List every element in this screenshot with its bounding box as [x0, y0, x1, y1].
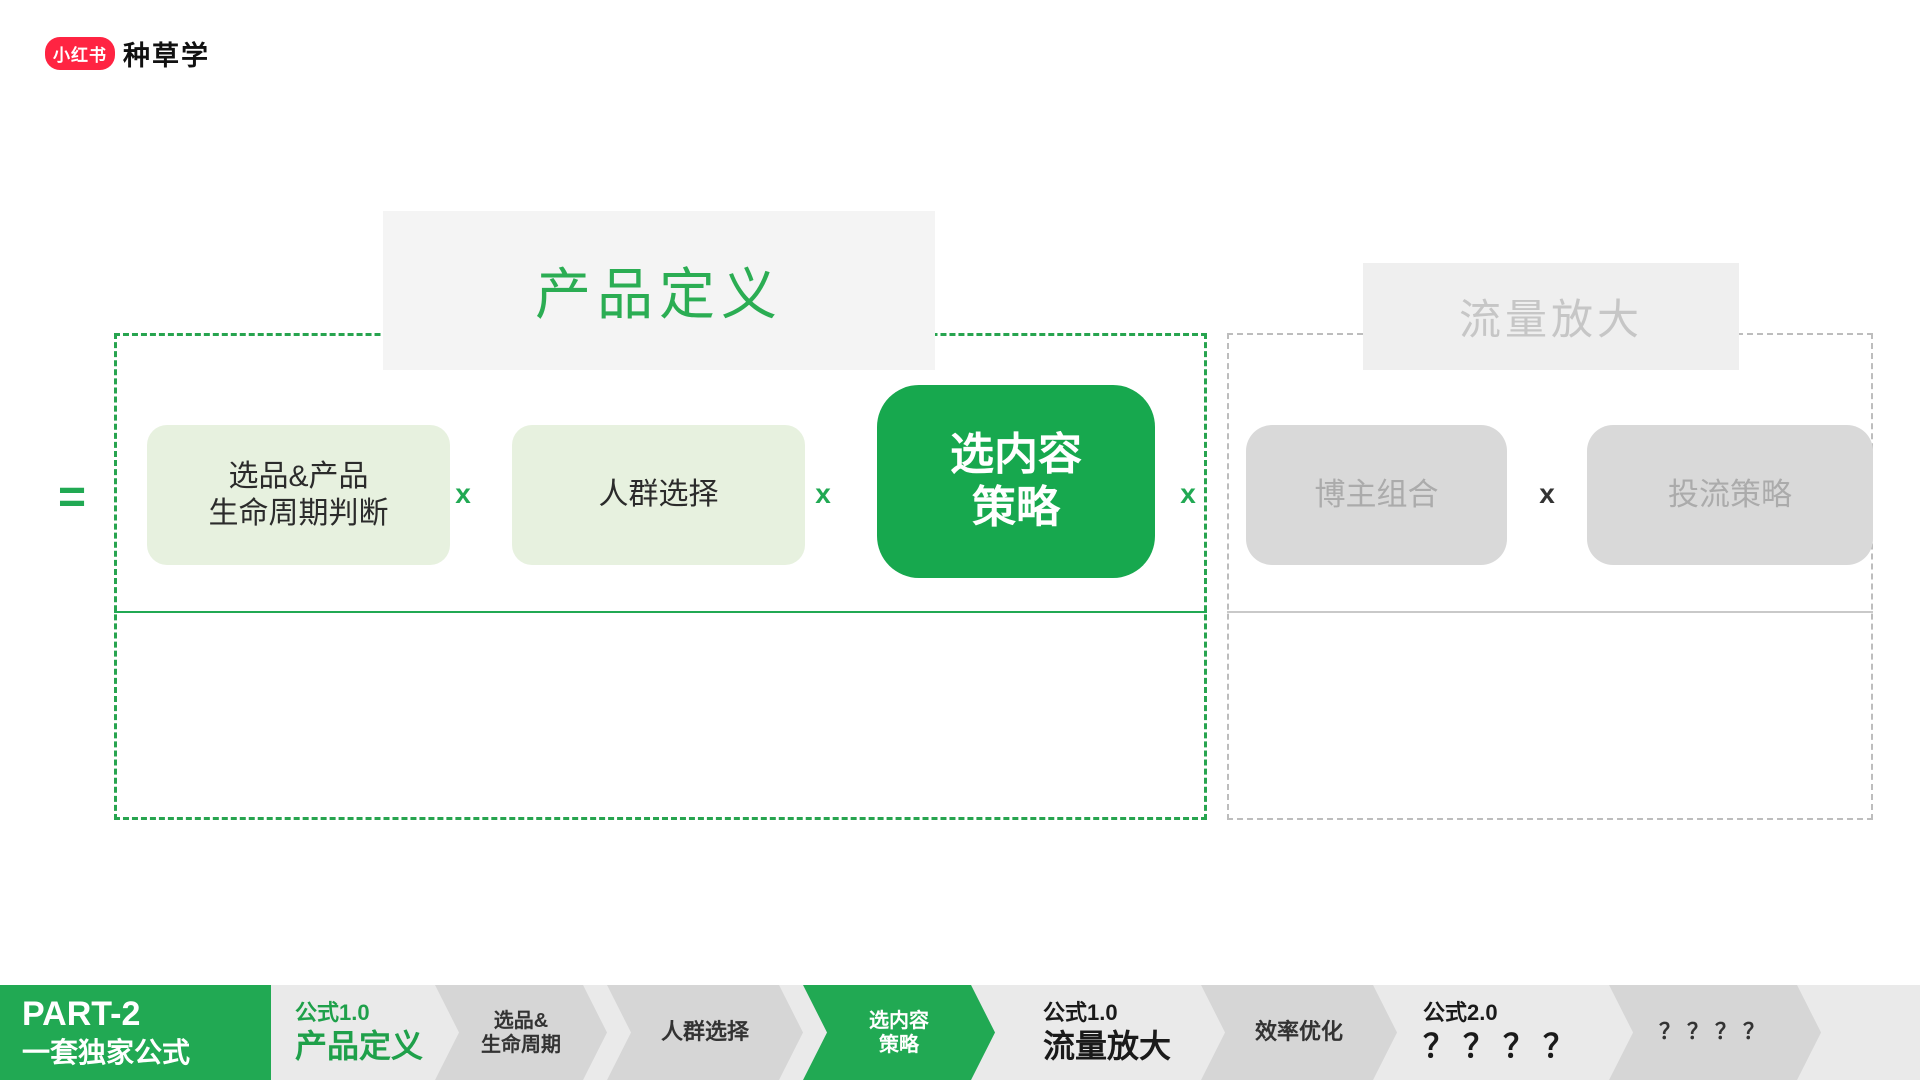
- multiply-sign-2: x: [815, 478, 831, 509]
- logo-title-text: 种草学: [123, 41, 210, 71]
- formula3-title: ？？？？: [1423, 1027, 1584, 1064]
- traffic-amplify-title: 流量放大: [1363, 263, 1739, 370]
- multiply-sign-4: x: [1539, 478, 1555, 509]
- step-box-content-strategy: 选内容 策略: [877, 385, 1155, 578]
- formula1-tag: 公式1.0: [295, 1000, 370, 1026]
- formula3-tag: 公式2.0: [1423, 1000, 1498, 1026]
- step-box-product-selection: 选品&产品 生命周期判断: [147, 425, 450, 565]
- product-divider-line: [114, 611, 1207, 613]
- chevron-audience-selection: 人群选择: [607, 985, 803, 1080]
- formula1-block: 公式1.0 产品定义: [295, 985, 423, 1080]
- formula2-block: 公式1.0 流量放大: [1043, 985, 1171, 1080]
- brand-logo: 小红书 种草学: [45, 34, 210, 73]
- part-title: 一套独家公式: [22, 1036, 191, 1068]
- footer-nav: PART-2 一套独家公式 公式1.0 产品定义 选品& 生命周期 人群选择 选…: [0, 985, 1920, 1080]
- chevron-product-selection: 选品& 生命周期: [435, 985, 607, 1080]
- chevron-efficiency-optimization: 效率优化: [1201, 985, 1397, 1080]
- chevron-content-strategy-active: 选内容 策略: [803, 985, 995, 1080]
- chevron-unknown: ？？？？: [1609, 985, 1821, 1080]
- xiaohongshu-logo-badge: 小红书: [45, 37, 115, 70]
- formula2-tag: 公式1.0: [1043, 1000, 1118, 1026]
- multiply-sign-3: x: [1180, 478, 1196, 509]
- multiply-sign-1: x: [455, 478, 471, 509]
- part-block: PART-2 一套独家公式: [0, 985, 271, 1080]
- step-box-ad-strategy: 投流策略: [1587, 425, 1873, 565]
- step-box-blogger-mix: 博主组合: [1246, 425, 1507, 565]
- traffic-divider-line: [1227, 611, 1873, 613]
- traffic-amplify-frame: [1227, 333, 1873, 820]
- product-definition-title: 产品定义: [383, 211, 935, 370]
- part-label: PART-2: [22, 995, 141, 1034]
- formula2-title: 流量放大: [1043, 1027, 1172, 1064]
- step-box-audience-selection: 人群选择: [512, 425, 805, 565]
- formula3-block: 公式2.0 ？？？？: [1423, 985, 1583, 1080]
- footer-strip: 公式1.0 产品定义 选品& 生命周期 人群选择 选内容 策略 公式1.0 流量…: [271, 985, 1920, 1080]
- formula1-title: 产品定义: [295, 1027, 424, 1064]
- equals-sign: =: [58, 471, 87, 524]
